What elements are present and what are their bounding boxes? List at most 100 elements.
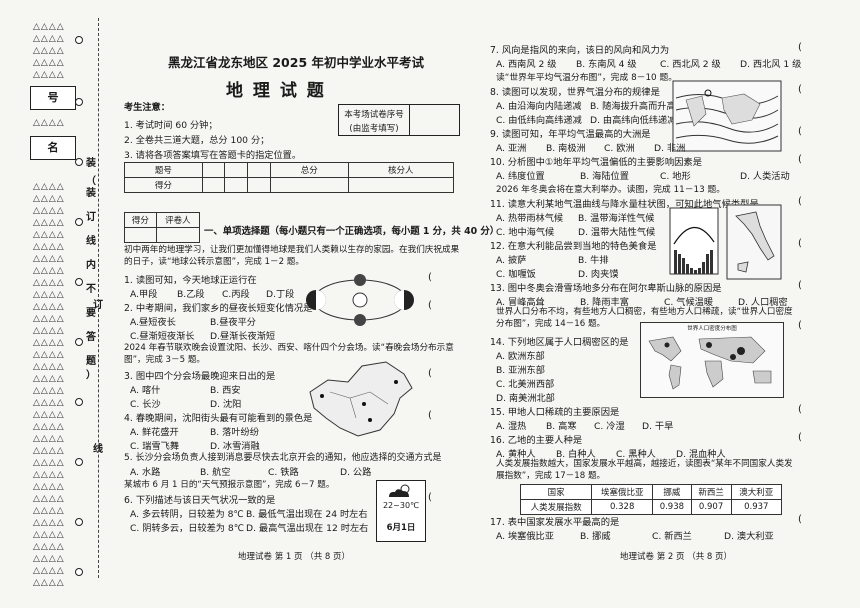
triangle-row: △△△△ — [33, 386, 65, 396]
q9-option-b[interactable]: B. 南极洲 — [546, 143, 586, 154]
side-char: ） — [86, 370, 96, 381]
q2-option-a[interactable]: A.昼短夜长 — [130, 317, 176, 328]
q16-option-a[interactable]: A. 黄种人 — [496, 449, 536, 460]
q7-option-a[interactable]: A. 西南风 2 级 — [496, 59, 557, 70]
q6-option-a[interactable]: A. 多云转阴，日较差为 8℃ — [130, 509, 244, 520]
q15-option-b[interactable]: B. 高寒 — [546, 421, 577, 432]
q2-option-c[interactable]: C.昼渐短夜渐长 — [130, 331, 195, 342]
q14-option-b[interactable]: B. 亚洲东部 — [496, 365, 545, 376]
grader-score-cell[interactable] — [124, 227, 157, 243]
q11-option-a[interactable]: A. 热带雨林气候 — [496, 213, 564, 224]
score-cell[interactable] — [201, 177, 226, 193]
score-cell[interactable] — [247, 177, 271, 193]
q17-option-a[interactable]: A. 埃塞俄比亚 — [496, 531, 554, 542]
q5-option-b[interactable]: B. 航空 — [200, 467, 231, 478]
q17-option-d[interactable]: D. 澳大利亚 — [724, 531, 774, 542]
q5-option-c[interactable]: C. 铁路 — [268, 467, 299, 478]
q12-option-a[interactable]: A. 披萨 — [496, 255, 527, 266]
q8-option-a[interactable]: A. 由沿海向内陆递减 — [496, 101, 582, 112]
q7-option-b[interactable]: B. 东南风 4 级 — [576, 59, 637, 70]
q14-option-d[interactable]: D. 南美洲北部 — [496, 393, 555, 404]
q7-option-c[interactable]: C. 西北风 2 级 — [660, 59, 721, 70]
q13-option-d[interactable]: D. 人口稠密 — [738, 297, 788, 308]
q16-option-c[interactable]: C. 黑种人 — [616, 449, 656, 460]
q16-option-d[interactable]: D. 混血种人 — [676, 449, 726, 460]
q8-option-d[interactable]: D. 由高纬向低纬递减 — [590, 115, 677, 126]
triangle-row: △△△△ — [33, 458, 65, 468]
q10-option-a[interactable]: A. 纬度位置 — [496, 171, 545, 182]
triangle-row: △△△△ — [33, 314, 65, 324]
q6-option-d[interactable]: D. 最高气温出现在 12 时左右 — [246, 523, 369, 534]
weather-temperature: 22~30℃ — [382, 501, 420, 510]
q15-option-c[interactable]: C. 冷湿 — [594, 421, 625, 432]
score-header-cell: 核分人 — [347, 162, 455, 178]
q4-option-d[interactable]: D. 冰雪消融 — [210, 441, 260, 452]
q8-option-b[interactable]: B. 随海拔升高而升高 — [590, 101, 676, 112]
note-3: 3. 请将各项答案填写在答题卡的指定位置。 — [124, 150, 302, 161]
q14-option-a[interactable]: A. 欧洲东部 — [496, 351, 545, 362]
q12-option-b[interactable]: B. 牛排 — [578, 255, 609, 266]
q4-option-a[interactable]: A. 鲜花盛开 — [130, 427, 179, 438]
q15-option-d[interactable]: D. 干旱 — [642, 421, 674, 432]
score-cell[interactable] — [269, 177, 349, 193]
q4-option-b[interactable]: B. 落叶纷纷 — [210, 427, 259, 438]
q3-option-d[interactable]: D. 沈阳 — [210, 399, 242, 410]
seat-number-box[interactable]: 本考场试卷序号 (由监考填写) — [338, 104, 460, 136]
q2-option-d[interactable]: D.昼渐长夜渐短 — [210, 331, 276, 342]
q3-option-b[interactable]: B. 西安 — [210, 385, 241, 396]
side-char: 要 — [86, 308, 96, 319]
q9-option-c[interactable]: C. 欧洲 — [604, 143, 635, 154]
triangle-row: △△△△ — [33, 362, 65, 372]
q6-option-c[interactable]: C. 阴转多云，日较差为 8℃ — [130, 523, 245, 534]
q7-option-d[interactable]: D. 西北风 1 级 — [740, 59, 802, 70]
q5-option-d[interactable]: D. 公路 — [340, 467, 372, 478]
triangle-row: △△△△ — [33, 278, 65, 288]
question-7: 7. 风向是指风的来向，该日的风向和风力为 — [490, 45, 670, 56]
q2-option-b[interactable]: B.昼夜平分 — [210, 317, 256, 328]
q13-option-a[interactable]: A. 冒峰高耸 — [496, 297, 545, 308]
triangle-row: △△△△ — [33, 290, 65, 300]
score-cell[interactable] — [347, 177, 455, 193]
triangle-row: △△△△ — [33, 254, 65, 264]
q12-option-c[interactable]: C. 咖喱饭 — [496, 269, 536, 280]
binding-hole — [75, 398, 83, 406]
q1-option-d[interactable]: D.丁段 — [266, 289, 295, 300]
q11-option-c[interactable]: C. 地中海气候 — [496, 227, 555, 238]
score-label-cell: 得分 — [124, 177, 203, 193]
hdi-value-cell: 0.937 — [730, 499, 783, 515]
q11-option-d[interactable]: D. 温带大陆性气候 — [578, 227, 656, 238]
q15-option-a[interactable]: A. 湿热 — [496, 421, 527, 432]
q10-option-b[interactable]: B. 海陆位置 — [580, 171, 629, 182]
score-table: 题号 总分 核分人 得分 — [124, 162, 455, 193]
q9-option-a[interactable]: A. 亚洲 — [496, 143, 527, 154]
q4-option-c[interactable]: C. 瑞雪飞舞 — [130, 441, 180, 452]
page-2-footer: 地理试卷 第 2 页 （共 8 页） — [620, 552, 733, 562]
hdi-header-cell: 国家 — [519, 484, 593, 500]
score-cell[interactable] — [224, 177, 249, 193]
question-9: 9. 读图可知，年平均气温最高的大洲是 — [490, 129, 651, 140]
grader-name-cell[interactable] — [155, 227, 201, 243]
q13-option-c[interactable]: C. 气候温暖 — [664, 297, 714, 308]
q9-option-d[interactable]: D. 非洲 — [654, 143, 686, 154]
q17-option-c[interactable]: C. 新西兰 — [652, 531, 692, 542]
q3-option-c[interactable]: C. 长沙 — [130, 399, 161, 410]
q13-option-b[interactable]: B. 降雨丰富 — [580, 297, 629, 308]
answer-bracket: ( — [798, 514, 802, 525]
q14-option-c[interactable]: C. 北美洲西部 — [496, 379, 555, 390]
q5-option-a[interactable]: A. 水路 — [130, 467, 161, 478]
q6-option-b[interactable]: B. 最低气温出现在 24 时左右 — [246, 509, 368, 520]
q1-option-b[interactable]: B.乙段 — [177, 289, 205, 300]
q16-option-b[interactable]: B. 白种人 — [556, 449, 596, 460]
q11-option-b[interactable]: B. 温带海洋性气候 — [578, 213, 655, 224]
q10-option-c[interactable]: C. 地形 — [660, 171, 691, 182]
grader-score-label: 得分 — [124, 212, 157, 228]
q3-option-a[interactable]: A. 喀什 — [130, 385, 161, 396]
q1-option-a[interactable]: A.甲段 — [130, 289, 158, 300]
q17-option-b[interactable]: B. 挪威 — [580, 531, 611, 542]
q10-option-d[interactable]: D. 人类活动 — [740, 171, 790, 182]
question-16: 16. 乙地的主要人种是 — [490, 435, 583, 446]
q8-option-c[interactable]: C. 由低纬向高纬递减 — [496, 115, 582, 126]
q12-option-d[interactable]: D. 肉夹馍 — [578, 269, 619, 280]
q1-option-c[interactable]: C.丙段 — [222, 289, 250, 300]
